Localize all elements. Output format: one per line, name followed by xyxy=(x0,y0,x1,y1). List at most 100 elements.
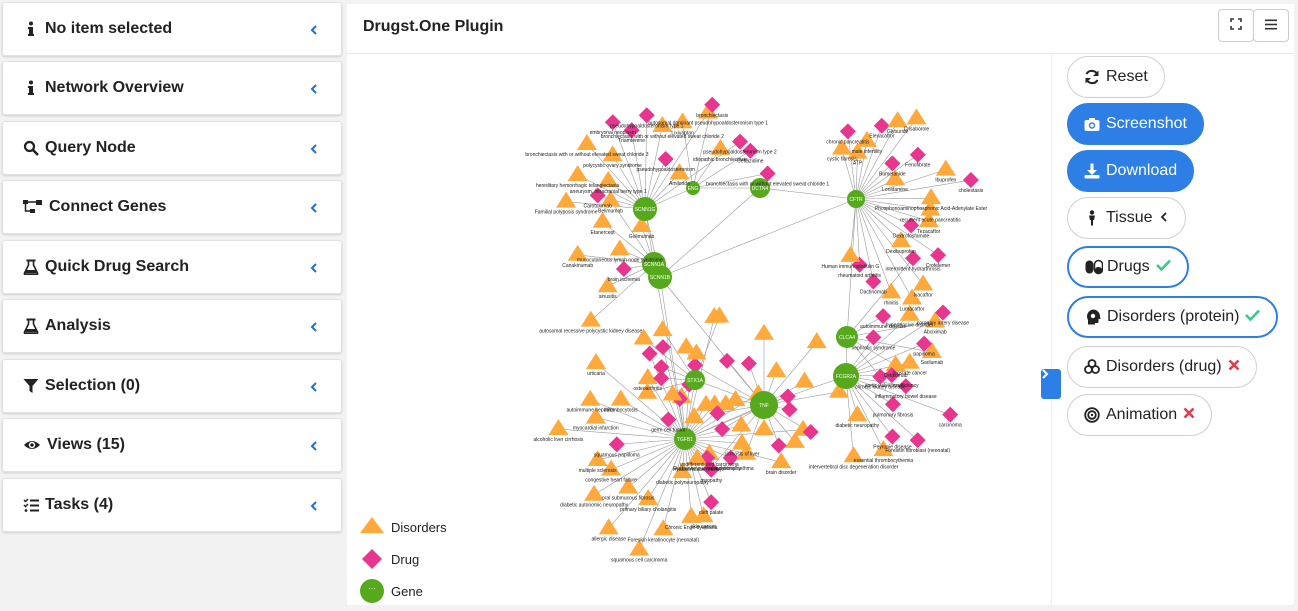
disorder-node[interactable] xyxy=(580,389,601,406)
disorders-drug-toggle[interactable]: Disorders (drug) xyxy=(1067,346,1257,388)
drug-node[interactable] xyxy=(909,146,926,163)
chevron-left-icon[interactable] xyxy=(309,25,319,35)
disorder-node[interactable] xyxy=(873,440,894,457)
disorder-node[interactable] xyxy=(843,446,864,463)
drug-node[interactable] xyxy=(781,401,798,418)
drug-node[interactable] xyxy=(916,335,933,352)
chevron-left-icon[interactable] xyxy=(309,203,319,213)
drug-node[interactable] xyxy=(872,368,889,385)
drug-node[interactable] xyxy=(897,378,914,395)
drug-node[interactable] xyxy=(873,117,890,134)
disorder-node[interactable] xyxy=(587,449,608,466)
disorder-node[interactable] xyxy=(638,489,659,506)
disorder-node[interactable] xyxy=(725,389,746,406)
drug-node[interactable] xyxy=(660,411,677,428)
disorder-node[interactable] xyxy=(584,484,605,501)
disorder-node[interactable] xyxy=(899,304,920,321)
disorder-node[interactable] xyxy=(653,519,674,536)
disorder-node[interactable] xyxy=(715,394,736,411)
panel-connect-genes[interactable]: Connect Genes xyxy=(2,180,342,234)
drug-node[interactable] xyxy=(865,273,882,290)
disorder-node[interactable] xyxy=(806,332,827,349)
drug-node[interactable] xyxy=(731,133,748,150)
disorder-node[interactable] xyxy=(847,142,868,159)
drug-node[interactable] xyxy=(709,405,726,422)
chevron-left-icon[interactable] xyxy=(309,501,319,511)
disorder-node[interactable] xyxy=(920,199,941,216)
panel-quick-drug-search[interactable]: Quick Drug Search xyxy=(2,240,342,294)
drug-node[interactable] xyxy=(884,428,901,445)
disorder-node[interactable] xyxy=(913,274,934,291)
disorder-node[interactable] xyxy=(662,384,683,401)
disorder-node[interactable] xyxy=(602,145,623,162)
disorder-node[interactable] xyxy=(935,159,956,176)
disorder-node[interactable] xyxy=(637,382,658,399)
drug-node[interactable] xyxy=(839,123,856,140)
drug-node[interactable] xyxy=(962,172,979,189)
disorder-node[interactable] xyxy=(784,431,805,448)
chevron-left-icon[interactable] xyxy=(309,84,319,94)
disorder-node[interactable] xyxy=(633,328,654,345)
disorder-node[interactable] xyxy=(601,459,622,476)
disorder-node[interactable] xyxy=(693,506,714,523)
disorder-node[interactable] xyxy=(585,407,606,424)
drug-node[interactable] xyxy=(718,352,735,369)
disorder-node[interactable] xyxy=(567,164,588,181)
panel-network-overview[interactable]: Network Overview xyxy=(2,61,342,115)
disorder-node[interactable] xyxy=(890,231,911,248)
drug-node[interactable] xyxy=(742,142,759,159)
drug-node[interactable] xyxy=(641,345,658,362)
disorder-node[interactable] xyxy=(731,415,752,432)
panel-tasks[interactable]: Tasks (4) xyxy=(2,478,342,532)
disorder-node[interactable] xyxy=(672,112,693,129)
disorder-node[interactable] xyxy=(637,368,658,385)
gene-node[interactable] xyxy=(674,428,696,450)
drug-node[interactable] xyxy=(703,494,720,511)
disorder-node[interactable] xyxy=(580,310,601,327)
disorder-node[interactable] xyxy=(731,433,752,450)
drug-node[interactable] xyxy=(884,155,901,172)
disorder-node[interactable] xyxy=(856,130,877,147)
drug-node[interactable] xyxy=(770,437,787,454)
animation-toggle[interactable]: Animation xyxy=(1067,394,1213,436)
drug-node[interactable] xyxy=(942,406,959,423)
network-graph[interactable]: Familial polyposis syndromeCarotuximabhe… xyxy=(347,54,1052,605)
disorder-node[interactable] xyxy=(576,134,597,151)
gene-node[interactable] xyxy=(833,363,859,389)
disorder-node[interactable] xyxy=(736,443,757,460)
drug-node[interactable] xyxy=(722,449,739,466)
disorder-node[interactable] xyxy=(771,452,792,469)
drug-node[interactable] xyxy=(905,250,922,267)
disorder-node[interactable] xyxy=(794,371,815,388)
drugs-toggle[interactable]: Drugs xyxy=(1067,246,1189,288)
disorder-node[interactable] xyxy=(598,170,619,187)
disorder-node[interactable] xyxy=(754,323,774,340)
drug-node[interactable] xyxy=(759,165,776,182)
gene-node[interactable] xyxy=(686,181,700,195)
drug-node[interactable] xyxy=(615,260,632,277)
drug-node[interactable] xyxy=(657,151,674,168)
drug-node[interactable] xyxy=(623,122,640,139)
screenshot-button[interactable]: Screenshot xyxy=(1067,103,1204,145)
disorders-protein-toggle[interactable]: Disorders (protein) xyxy=(1067,296,1279,338)
disorder-node[interactable] xyxy=(847,405,868,422)
disorder-node[interactable] xyxy=(887,111,908,128)
gene-node[interactable] xyxy=(648,265,672,289)
drug-node[interactable] xyxy=(638,107,655,124)
disorder-node[interactable] xyxy=(618,477,639,494)
disorder-node[interactable] xyxy=(556,191,577,208)
tissue-button[interactable]: Tissue xyxy=(1067,197,1186,239)
drug-node[interactable] xyxy=(604,114,621,131)
chevron-left-icon[interactable] xyxy=(309,441,319,451)
collapse-toolbar-button[interactable] xyxy=(1041,369,1061,399)
panel-selection[interactable]: Selection (0) xyxy=(2,359,342,413)
disorder-node[interactable] xyxy=(710,138,731,155)
drug-node[interactable] xyxy=(589,187,606,204)
disorder-node[interactable] xyxy=(754,419,774,436)
disorder-node[interactable] xyxy=(610,389,631,406)
drug-node[interactable] xyxy=(704,96,721,113)
disorder-node[interactable] xyxy=(906,108,927,125)
disorder-node[interactable] xyxy=(899,352,920,369)
panel-no-item-selected[interactable]: No item selected xyxy=(2,2,342,56)
